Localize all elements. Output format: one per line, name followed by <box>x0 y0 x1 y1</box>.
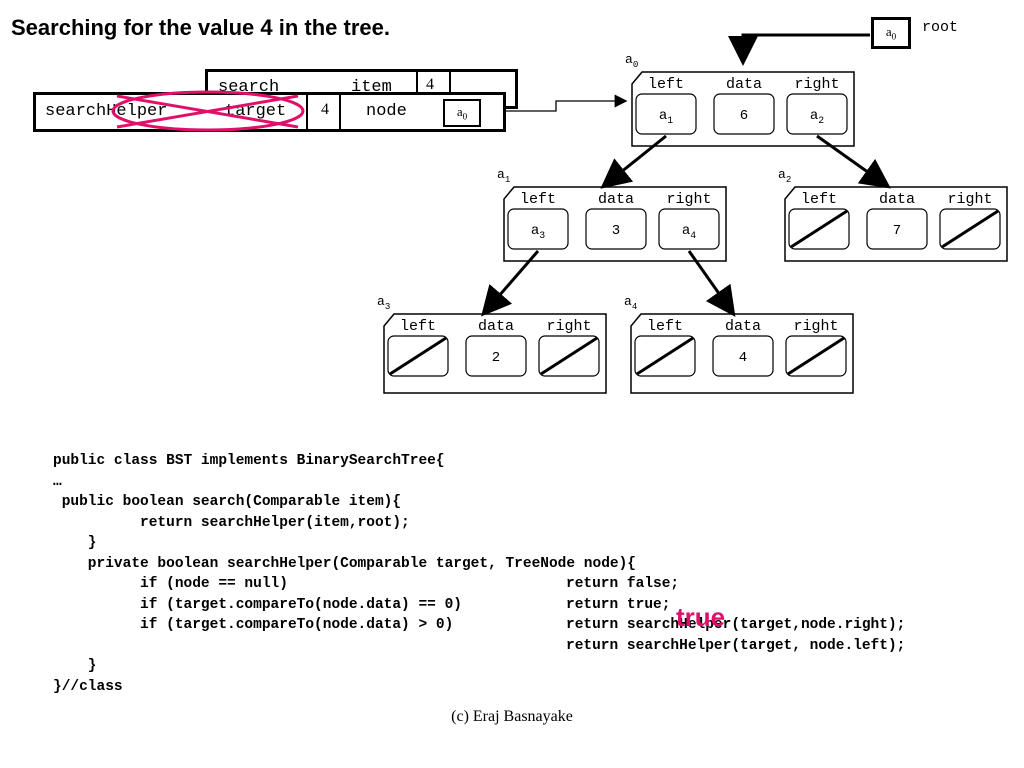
field-box-data <box>585 208 647 250</box>
code-line-text: return searchHelper(item,root); <box>53 514 410 531</box>
code-line-text: if (node == null) <box>53 576 288 592</box>
searchhelper-divider-1 <box>306 95 308 132</box>
field-box-data <box>866 208 928 250</box>
code-line: public boolean search(Comparable item){ <box>53 492 636 513</box>
field-box-data <box>713 93 775 135</box>
slide-title: Searching for the value 4 in the tree. <box>11 15 390 40</box>
field-label-right: right <box>666 191 711 208</box>
field-label-data: data <box>478 318 514 335</box>
code-line: } <box>53 656 636 677</box>
code-line-text: } <box>53 535 97 551</box>
search-param-value: 4 <box>426 76 434 93</box>
field-label-right: right <box>947 191 992 208</box>
code-line: } <box>53 533 636 554</box>
root-pointer-arrow <box>728 33 870 66</box>
result-annotation: true <box>676 602 726 632</box>
root-pointer-value: a0 <box>885 24 897 42</box>
tree-diagram: a0 left data right a1 6 a2 a1 left data right a3 3 a4… <box>111 33 1008 394</box>
searchhelper-node-pointer-value: a0 <box>456 104 468 122</box>
field-value-left: a1 <box>659 108 673 126</box>
null-pointer-slash <box>636 336 694 376</box>
field-label-data: data <box>726 76 762 93</box>
code-line: private boolean searchHelper(Comparable … <box>53 554 636 575</box>
searchhelper-param-value: 4 <box>321 101 329 118</box>
field-value-right: a2 <box>810 108 824 126</box>
field-label-left: left <box>400 318 436 335</box>
child-pointer-arrow <box>816 134 891 189</box>
field-label-left: left <box>648 76 684 93</box>
field-label-data: data <box>879 191 915 208</box>
child-pointer-arrow <box>481 250 540 317</box>
null-pointer-slash <box>790 209 848 249</box>
field-label-data: data <box>725 318 761 335</box>
root-pointer-box: a0 <box>871 17 911 49</box>
tree-layer: a0 left data right a1 6 a2 a1 left data right a3 3 a4… <box>111 33 1008 394</box>
null-pointer-slash <box>389 336 447 376</box>
null-pointer-slash <box>941 209 999 249</box>
searchhelper-method-label: searchHelper <box>45 102 168 121</box>
code-line: return searchHelper(target, node.left); <box>53 636 905 657</box>
field-label-left: left <box>801 191 837 208</box>
code-line-text: }//class <box>53 678 123 695</box>
field-box-data <box>712 335 774 377</box>
code-line-text: public class BST implements BinarySearch… <box>53 453 445 469</box>
searchhelper-divider-2 <box>339 95 341 132</box>
node-id-label: a4 <box>624 294 637 312</box>
code-line-return: return searchHelper(target, node.left); <box>566 637 906 654</box>
field-label-right: right <box>546 318 591 335</box>
node-id-label: a2 <box>778 167 791 185</box>
code-line-text: if (target.compareTo(node.data) > 0) <box>53 617 454 633</box>
node-id-label: a1 <box>497 167 511 185</box>
searchhelper-node-pointer: a0 <box>443 99 481 127</box>
code-line: if (node == null) return false; <box>53 574 679 595</box>
null-pointer-slash <box>787 336 845 376</box>
field-label-right: right <box>793 318 838 335</box>
search-divider-1 <box>416 72 418 109</box>
code-line-text: private boolean searchHelper(Comparable … <box>53 555 636 572</box>
field-value-left: a3 <box>531 223 545 241</box>
child-pointer-arrow <box>687 250 736 317</box>
code-line-text: public boolean search(Comparable item){ <box>53 494 402 510</box>
code-line: public class BST implements BinarySearch… <box>53 451 636 472</box>
code-line: }//class <box>53 677 636 698</box>
node-param-arrow <box>506 94 628 112</box>
search-divider-2 <box>449 72 451 109</box>
code-line: if (target.compareTo(node.data) > 0) retu… <box>53 615 905 636</box>
field-value-data: 3 <box>612 223 620 239</box>
field-label-left: left <box>647 318 683 335</box>
copyright-text: (c) Eraj Basnayake <box>451 708 573 725</box>
field-value-right: a4 <box>682 223 696 241</box>
code-line: return searchHelper(item,root); <box>53 513 636 534</box>
code-listing: public class BST implements BinarySearch… <box>53 451 905 698</box>
crossout-line <box>116 94 299 129</box>
code-line: … <box>53 472 636 493</box>
field-box-left <box>507 208 569 250</box>
field-box-left <box>635 93 697 135</box>
root-label: root <box>922 19 959 36</box>
field-box-right <box>658 208 720 250</box>
field-label-data: data <box>598 191 634 208</box>
field-label-left: left <box>520 191 556 208</box>
field-value-data: 2 <box>492 350 500 366</box>
crossout-ellipse <box>111 90 305 132</box>
node-id-label: a3 <box>377 294 390 312</box>
field-box-right <box>786 93 848 135</box>
code-line-return: return true; <box>566 596 671 613</box>
child-pointer-arrow <box>600 134 667 189</box>
code-line-text: } <box>53 658 97 674</box>
code-line-text: … <box>53 473 62 490</box>
field-value-data: 6 <box>740 108 748 124</box>
field-label-right: right <box>794 76 839 93</box>
code-line-text: if (target.compareTo(node.data) == 0) <box>53 596 462 613</box>
field-value-data: 4 <box>739 350 747 366</box>
field-box-data <box>465 335 527 377</box>
code-line-return: return searchHelper(target,node.right); <box>566 617 906 633</box>
field-value-data: 7 <box>893 223 901 239</box>
code-line-return: return false; <box>566 576 680 592</box>
code-line: if (target.compareTo(node.data) == 0) ret… <box>53 595 670 616</box>
node-id-label: a0 <box>625 52 638 70</box>
searchhelper-node-label: node <box>366 102 407 121</box>
null-pointer-slash <box>540 336 598 376</box>
